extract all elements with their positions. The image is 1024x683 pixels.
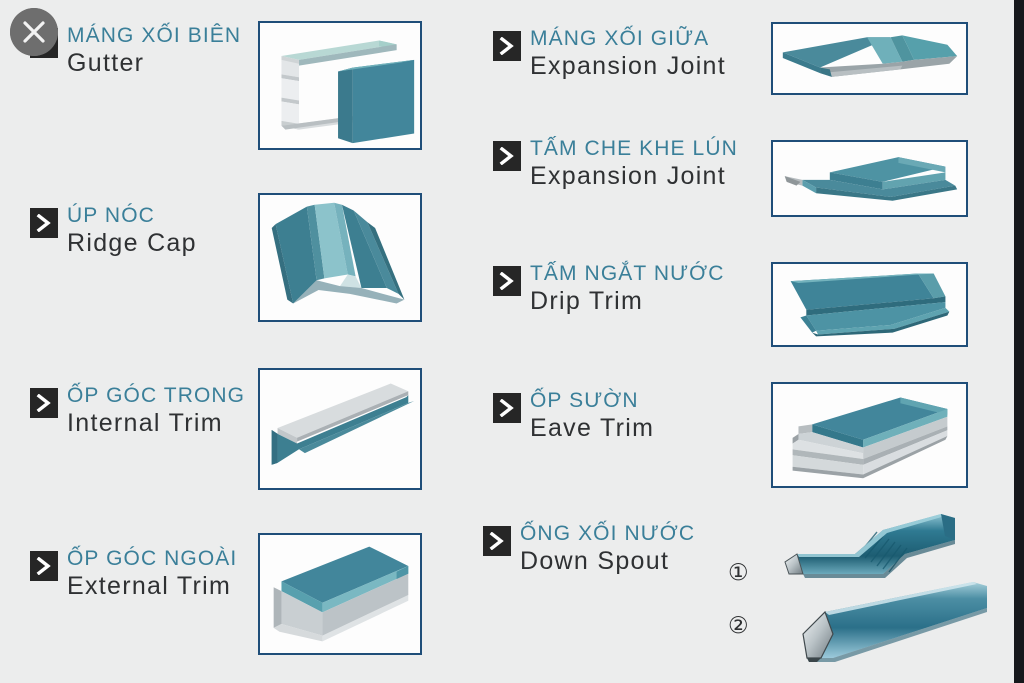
product-name-en: Ridge Cap [67,229,197,257]
product-name-vn: ỐP SƯỜN [530,389,639,412]
product-name-en: Down Spout [520,547,670,575]
right-edge-bar [1014,0,1024,683]
chevron-right-icon[interactable] [493,141,521,171]
chevron-right-icon[interactable] [30,208,58,238]
expansion-joint-cover-illustration [771,140,968,217]
product-label-external-trim[interactable]: ỐP GÓC NGOÀI External Trim [30,548,237,599]
product-name-en: Drip Trim [530,287,644,315]
down-spout-marker-2: ② [728,613,749,639]
down-spout-marker-1: ① [728,560,749,586]
product-label-gutter[interactable]: MÁNG XỐI BIÊN Gutter [30,25,241,76]
product-label-down-spout[interactable]: ỐNG XỐI NƯỚC Down Spout [483,523,695,574]
product-name-en: Expansion Joint [530,162,727,190]
product-name-vn: TẤM NGẮT NƯỚC [530,262,725,285]
product-label-ridge-cap[interactable]: ÚP NÓC Ridge Cap [30,205,197,256]
external-trim-illustration [258,533,422,655]
internal-trim-illustration [258,368,422,490]
product-name-vn: ỐP GÓC TRONG [67,384,246,407]
left-column: MÁNG XỐI BIÊN Gutter [0,0,470,683]
product-name-vn: ỐNG XỐI NƯỚC [520,522,696,545]
valley-gutter-illustration [771,22,968,95]
gutter-illustration [258,21,422,150]
chevron-right-icon[interactable] [493,393,521,423]
product-name-vn: TẤM CHE KHE LÚN [530,137,738,160]
down-spout-illustration [755,512,1010,682]
chevron-right-icon[interactable] [493,266,521,296]
product-label-expansion-joint-cover[interactable]: TẤM CHE KHE LÚN Expansion Joint [493,138,738,189]
product-label-valley-gutter[interactable]: MÁNG XỐI GIỮA Expansion Joint [493,28,726,79]
chevron-right-icon[interactable] [30,388,58,418]
product-name-vn: ỐP GÓC NGOÀI [67,547,238,570]
product-name-vn: MÁNG XỐI BIÊN [67,24,242,47]
product-name-en: Gutter [67,49,145,77]
product-label-eave-trim[interactable]: ỐP SƯỜN Eave Trim [493,390,654,441]
chevron-right-icon[interactable] [493,31,521,61]
product-label-drip-trim[interactable]: TẤM NGẮT NƯỚC Drip Trim [493,263,725,314]
drip-trim-illustration [771,262,968,347]
product-name-vn: MÁNG XỐI GIỮA [530,27,710,50]
product-name-vn: ÚP NÓC [67,204,155,227]
product-label-internal-trim[interactable]: ỐP GÓC TRONG Internal Trim [30,385,245,436]
product-name-en: Expansion Joint [530,52,727,80]
chevron-right-icon[interactable] [30,551,58,581]
product-name-en: Internal Trim [67,409,223,437]
product-name-en: Eave Trim [530,414,655,442]
close-overlay-button[interactable] [10,8,58,56]
product-name-en: External Trim [67,572,232,600]
ridge-cap-illustration [258,193,422,322]
eave-trim-illustration [771,382,968,488]
chevron-right-icon[interactable] [483,526,511,556]
right-column: MÁNG XỐI GIỮA Expansion Joint TẤM CHE KH… [470,0,1014,683]
